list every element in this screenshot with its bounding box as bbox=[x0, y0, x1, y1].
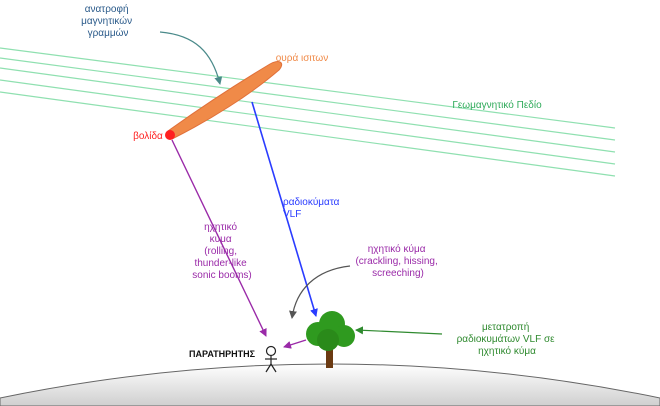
fireball-label: βολίδα bbox=[133, 130, 163, 142]
fireball-dot bbox=[165, 130, 175, 140]
observer-label: ΠΑΡΑΤΗΡΗΤΗΣ bbox=[189, 349, 256, 359]
observer-icon bbox=[265, 345, 277, 373]
field-line bbox=[0, 57, 616, 141]
local-acoustic-label: ηχητικό κύμα (crackling, hissing, screec… bbox=[355, 243, 440, 279]
field-line bbox=[0, 67, 616, 153]
conversion-pointer bbox=[355, 326, 443, 335]
sonic-arrow bbox=[171, 139, 267, 337]
tree-to-observer-arrow bbox=[283, 339, 307, 349]
magnetic-field-label: Γεωμαγνητικό Πεδίο bbox=[452, 99, 542, 111]
ground bbox=[0, 363, 660, 406]
vlf-label: ραδιοκύματα VLF bbox=[283, 196, 342, 220]
reconnection-pointer bbox=[159, 31, 223, 85]
reconnection-label: ανατροφή μαγνητικών γραμμών bbox=[81, 3, 135, 39]
tree-icon bbox=[306, 311, 355, 368]
local-acoustic-pointer bbox=[289, 265, 351, 319]
sonic-label: ηχητικό κύμα (rolling, thunder-like soni… bbox=[192, 221, 251, 281]
meteor-tail-label: ουρά ισιτων bbox=[276, 52, 329, 64]
conversion-label: μετατροπή ραδιοκυμάτων VLF σε ηχητικό κύ… bbox=[457, 321, 558, 357]
field-line bbox=[0, 79, 616, 165]
field-line bbox=[0, 47, 616, 129]
field-line bbox=[0, 91, 616, 177]
vlf-arrow bbox=[251, 101, 318, 317]
field-lines bbox=[0, 47, 616, 177]
meteor-tail bbox=[167, 61, 283, 140]
